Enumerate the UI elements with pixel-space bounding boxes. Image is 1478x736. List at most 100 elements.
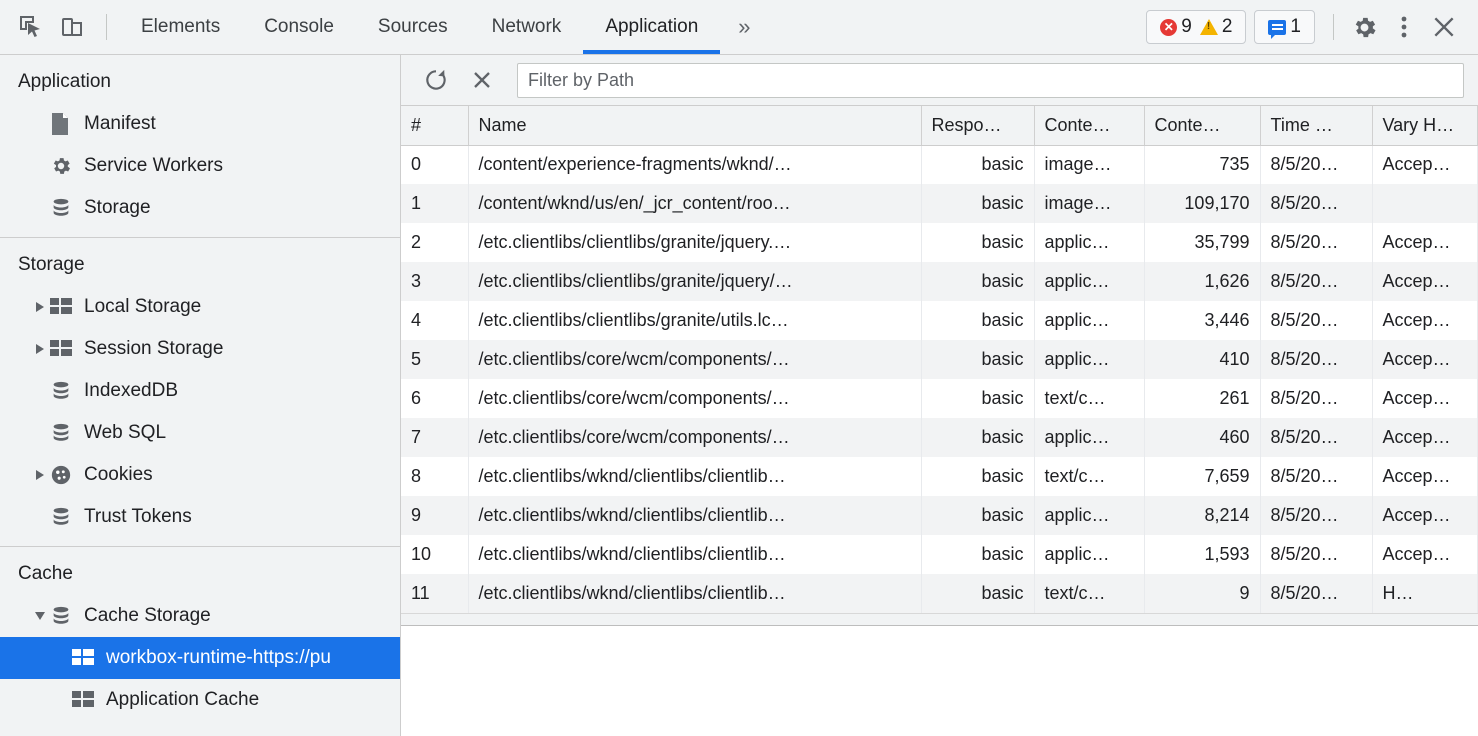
tab-label: Sources — [377, 16, 448, 37]
cell-vary-header: Accep… — [1372, 496, 1478, 535]
column-header-time-cached[interactable]: Time … — [1260, 106, 1373, 146]
sidebar-item-cache-storage[interactable]: Cache Storage — [0, 595, 400, 637]
gear-icon[interactable] — [1344, 7, 1384, 47]
table-grid-icon — [50, 340, 78, 358]
table-row[interactable]: 5 /etc.clientlibs/core/wcm/components/… … — [401, 340, 1478, 379]
more-tabs-button[interactable]: » — [738, 14, 751, 39]
cell-vary-header: Accep… — [1372, 262, 1478, 301]
cache-entries-table[interactable]: # Name Respo… Conte… Conte… Time … Vary … — [401, 106, 1478, 613]
table-row[interactable]: 0 /content/experience-fragments/wknd/… b… — [401, 145, 1478, 184]
cell-name: /etc.clientlibs/wknd/clientlibs/clientli… — [468, 496, 922, 535]
sidebar-item-cookies[interactable]: Cookies — [0, 454, 400, 496]
sidebar-item-session-storage[interactable]: Session Storage — [0, 328, 400, 370]
cell-index: 0 — [401, 145, 469, 184]
chevron-right-icon[interactable] — [30, 470, 50, 480]
tab-application[interactable]: Application — [583, 0, 721, 54]
column-header-name[interactable]: Name — [468, 106, 922, 146]
warning-counter[interactable]: 2 — [1199, 16, 1233, 38]
toolbar-divider — [1333, 14, 1334, 40]
close-icon[interactable] — [1424, 7, 1464, 47]
cell-content-length: 109,170 — [1144, 184, 1261, 223]
issue-counters[interactable]: ✕ 9 2 — [1146, 10, 1247, 44]
cell-time-cached: 8/5/20… — [1260, 535, 1373, 574]
table-row[interactable]: 2 /etc.clientlibs/clientlibs/granite/jqu… — [401, 223, 1478, 262]
table-row[interactable]: 4 /etc.clientlibs/clientlibs/granite/uti… — [401, 301, 1478, 340]
section-title-application: Application — [18, 71, 111, 92]
table-body: 0 /content/experience-fragments/wknd/… b… — [401, 145, 1478, 613]
issues-counter-group[interactable]: 1 — [1254, 10, 1315, 44]
cell-index: 2 — [401, 223, 469, 262]
cell-content-type: applic… — [1034, 496, 1145, 535]
cell-content-type: applic… — [1034, 301, 1145, 340]
horizontal-scrollbar[interactable] — [401, 613, 1478, 626]
cell-time-cached: 8/5/20… — [1260, 457, 1373, 496]
cache-entries-table-wrapper: # Name Respo… Conte… Conte… Time … Vary … — [401, 106, 1478, 626]
delete-x-icon[interactable] — [463, 61, 501, 99]
database-icon — [50, 197, 78, 219]
table-grid-icon — [50, 298, 78, 316]
refresh-icon[interactable] — [417, 61, 455, 99]
cell-time-cached: 8/5/20… — [1260, 301, 1373, 340]
cell-name: /etc.clientlibs/clientlibs/granite/jquer… — [468, 262, 922, 301]
column-header-response-type[interactable]: Respo… — [921, 106, 1035, 146]
cell-response-type: basic — [921, 223, 1035, 262]
sidebar-item-application-cache[interactable]: Application Cache — [0, 679, 400, 721]
sidebar-item-label: IndexedDB — [84, 380, 179, 401]
cell-response-type: basic — [921, 574, 1035, 613]
sidebar-item-workbox-runtime-cache[interactable]: workbox-runtime-https://pu — [0, 637, 400, 679]
table-row[interactable]: 11 /etc.clientlibs/wknd/clientlibs/clien… — [401, 574, 1478, 613]
tab-console[interactable]: Console — [242, 0, 356, 54]
cell-vary-header: Accep… — [1372, 457, 1478, 496]
inspect-cursor-icon[interactable] — [10, 6, 52, 48]
cell-vary-header: Accep… — [1372, 223, 1478, 262]
table-row[interactable]: 7 /etc.clientlibs/core/wcm/components/… … — [401, 418, 1478, 457]
chevron-right-icon[interactable] — [30, 302, 50, 312]
sidebar-item-service-workers[interactable]: Service Workers — [0, 145, 400, 187]
device-toolbar-icon[interactable] — [52, 6, 94, 48]
sidebar-item-local-storage[interactable]: Local Storage — [0, 286, 400, 328]
cell-time-cached: 8/5/20… — [1260, 223, 1373, 262]
sidebar-item-label: Cookies — [84, 464, 153, 485]
message-counter[interactable]: 1 — [1268, 16, 1301, 39]
warning-count: 2 — [1221, 16, 1233, 37]
tab-sources[interactable]: Sources — [356, 0, 470, 54]
table-row[interactable]: 3 /etc.clientlibs/clientlibs/granite/jqu… — [401, 262, 1478, 301]
cell-response-type: basic — [921, 145, 1035, 184]
column-header-vary-header[interactable]: Vary H… — [1372, 106, 1478, 146]
chevron-right-icon[interactable] — [30, 344, 50, 354]
cell-response-type: basic — [921, 457, 1035, 496]
sidebar-item-trust-tokens[interactable]: Trust Tokens — [0, 496, 400, 538]
sidebar-item-label: Service Workers — [84, 155, 224, 176]
column-header-content-length[interactable]: Conte… — [1144, 106, 1261, 146]
filter-by-path-input[interactable] — [517, 62, 1464, 98]
application-sidebar[interactable]: Application Manifest Ser — [0, 55, 401, 736]
section-title-storage: Storage — [18, 254, 85, 275]
section-title-cache: Cache — [18, 563, 73, 584]
cell-vary-header — [1372, 184, 1478, 223]
sidebar-item-web-sql[interactable]: Web SQL — [0, 412, 400, 454]
sidebar-item-indexeddb[interactable]: IndexedDB — [0, 370, 400, 412]
tab-elements[interactable]: Elements — [119, 0, 242, 54]
cell-content-length: 9 — [1144, 574, 1261, 613]
tab-network[interactable]: Network — [470, 0, 584, 54]
column-header-content-type[interactable]: Conte… — [1034, 106, 1145, 146]
manifest-document-icon — [50, 112, 78, 136]
warning-icon — [1199, 19, 1218, 35]
sidebar-item-storage[interactable]: Storage — [0, 187, 400, 229]
table-row[interactable]: 1 /content/wknd/us/en/_jcr_content/roo… … — [401, 184, 1478, 223]
sidebar-section-cache: Cache Cache Storage — [0, 547, 400, 729]
kebab-menu-icon[interactable] — [1384, 7, 1424, 47]
sidebar-item-manifest[interactable]: Manifest — [0, 103, 400, 145]
chevron-down-icon[interactable] — [30, 612, 50, 620]
table-row[interactable]: 10 /etc.clientlibs/wknd/clientlibs/clien… — [401, 535, 1478, 574]
cell-content-type: image… — [1034, 145, 1145, 184]
cell-content-type: applic… — [1034, 418, 1145, 457]
table-row[interactable]: 8 /etc.clientlibs/wknd/clientlibs/client… — [401, 457, 1478, 496]
cell-response-type: basic — [921, 379, 1035, 418]
table-row[interactable]: 9 /etc.clientlibs/wknd/clientlibs/client… — [401, 496, 1478, 535]
table-row[interactable]: 6 /etc.clientlibs/core/wcm/components/… … — [401, 379, 1478, 418]
cell-vary-header: Accep… — [1372, 301, 1478, 340]
error-counter[interactable]: ✕ 9 — [1160, 16, 1192, 38]
column-header-index[interactable]: # — [401, 106, 469, 146]
cache-storage-view: # Name Respo… Conte… Conte… Time … Vary … — [401, 55, 1478, 736]
